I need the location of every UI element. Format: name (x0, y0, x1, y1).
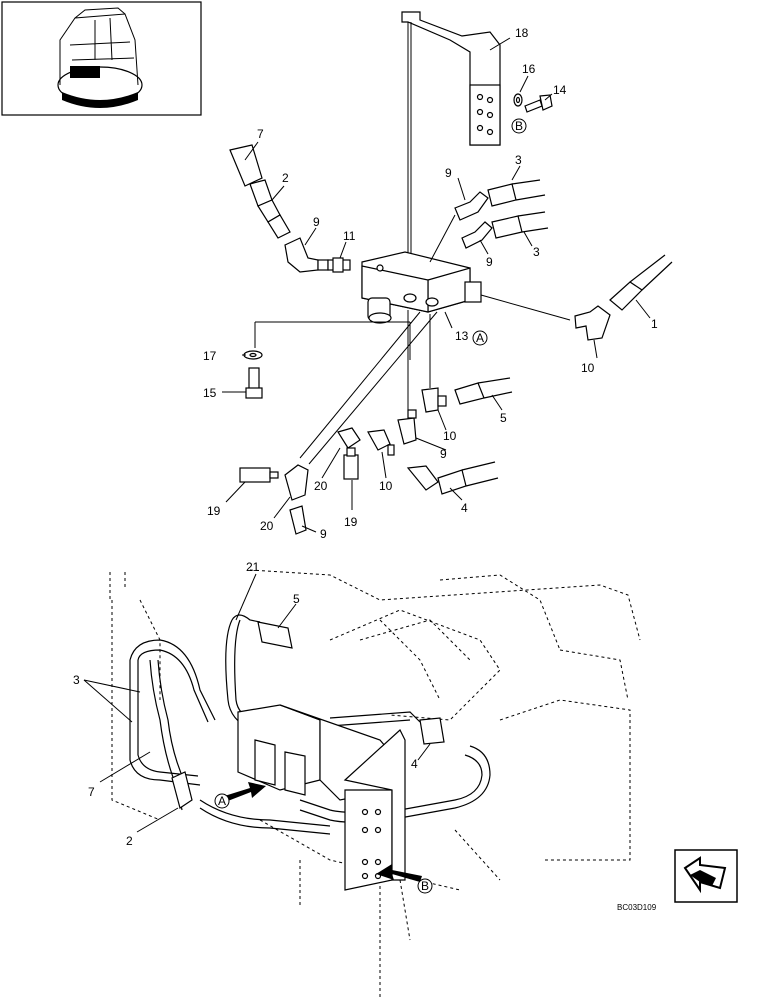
fitting-10-lower-a (421, 387, 447, 413)
callout-a-lower: A (218, 794, 226, 808)
sensor-19-upper (343, 447, 359, 480)
label-7-top: 7 (257, 127, 264, 141)
fitting-10-right (574, 305, 611, 341)
sensor-19-lower (239, 467, 279, 483)
label-13: 13 (455, 329, 469, 343)
locator-inset (1, 1, 202, 116)
callout-a-upper: A (476, 331, 484, 345)
callout-b-upper: B (515, 119, 523, 133)
label-20-upper: 20 (314, 479, 328, 493)
label-18: 18 (515, 26, 529, 40)
label-9-bottom: 9 (320, 527, 327, 541)
label-15: 15 (203, 386, 217, 400)
label-14: 14 (553, 83, 567, 97)
label-leaders (83, 37, 651, 833)
label-20-lower: 20 (260, 519, 274, 533)
label-9-mid-right: 9 (486, 255, 493, 269)
label-5-lower: 5 (293, 592, 300, 606)
bracket-18 (401, 11, 501, 262)
arrow-b-icon (376, 864, 422, 882)
label-3-mid: 3 (533, 245, 540, 259)
label-9-upper-right: 9 (445, 166, 452, 180)
label-1: 1 (651, 317, 658, 331)
fitting-9-bottom (289, 505, 307, 535)
label-9-left: 9 (313, 215, 320, 229)
label-10-right: 10 (581, 361, 595, 375)
label-21: 21 (246, 560, 260, 574)
washer-16 (513, 93, 523, 107)
adapter-11 (327, 257, 351, 273)
label-10-mid: 10 (443, 429, 457, 443)
callout-b-lower: B (421, 879, 429, 893)
hose-7-upper (229, 144, 291, 239)
drawing-code: BC03D109 (617, 903, 657, 912)
fitting-10-lower-b (367, 429, 395, 456)
excavator-cab-icon (57, 7, 143, 108)
label-2-lower: 2 (126, 834, 133, 848)
label-3-lower: 3 (73, 673, 80, 687)
part-labels: 18 16 14 7 2 9 11 9 3 9 3 13 1 10 17 15 … (73, 26, 658, 848)
fitting-9-upper-left (284, 237, 329, 273)
label-4-lower: 4 (411, 757, 418, 771)
callout-letters: B A A B (218, 119, 523, 893)
label-4-top: 4 (461, 501, 468, 515)
label-11: 11 (343, 229, 356, 243)
assembly-view (109, 569, 641, 1000)
label-17: 17 (203, 349, 217, 363)
fitting-9-lower-a (397, 409, 417, 445)
hose-3-upper (487, 179, 549, 239)
arrow-a-icon (218, 782, 266, 804)
hose-4-top (406, 461, 499, 495)
fitting-20-lower (284, 464, 309, 501)
label-2-top: 2 (282, 171, 289, 185)
valve-block-13 (361, 251, 482, 324)
fitting-9-upper-right (454, 191, 493, 249)
washer-17 (243, 350, 263, 360)
label-16: 16 (522, 62, 536, 76)
leader-lines (254, 214, 571, 465)
fitting-20-upper (337, 427, 361, 449)
label-10-lower: 10 (379, 479, 393, 493)
bolt-14 (524, 94, 553, 113)
label-9-mid: 9 (440, 447, 447, 461)
direction-arrow-icon (674, 849, 738, 903)
hose-1 (609, 254, 673, 311)
label-3-top: 3 (515, 153, 522, 167)
label-7-lower: 7 (88, 785, 95, 799)
bolt-15 (245, 367, 263, 399)
hose-5-top (454, 377, 513, 405)
label-5-top: 5 (500, 411, 507, 425)
label-19-left: 19 (207, 504, 221, 518)
label-19-right: 19 (344, 515, 358, 529)
